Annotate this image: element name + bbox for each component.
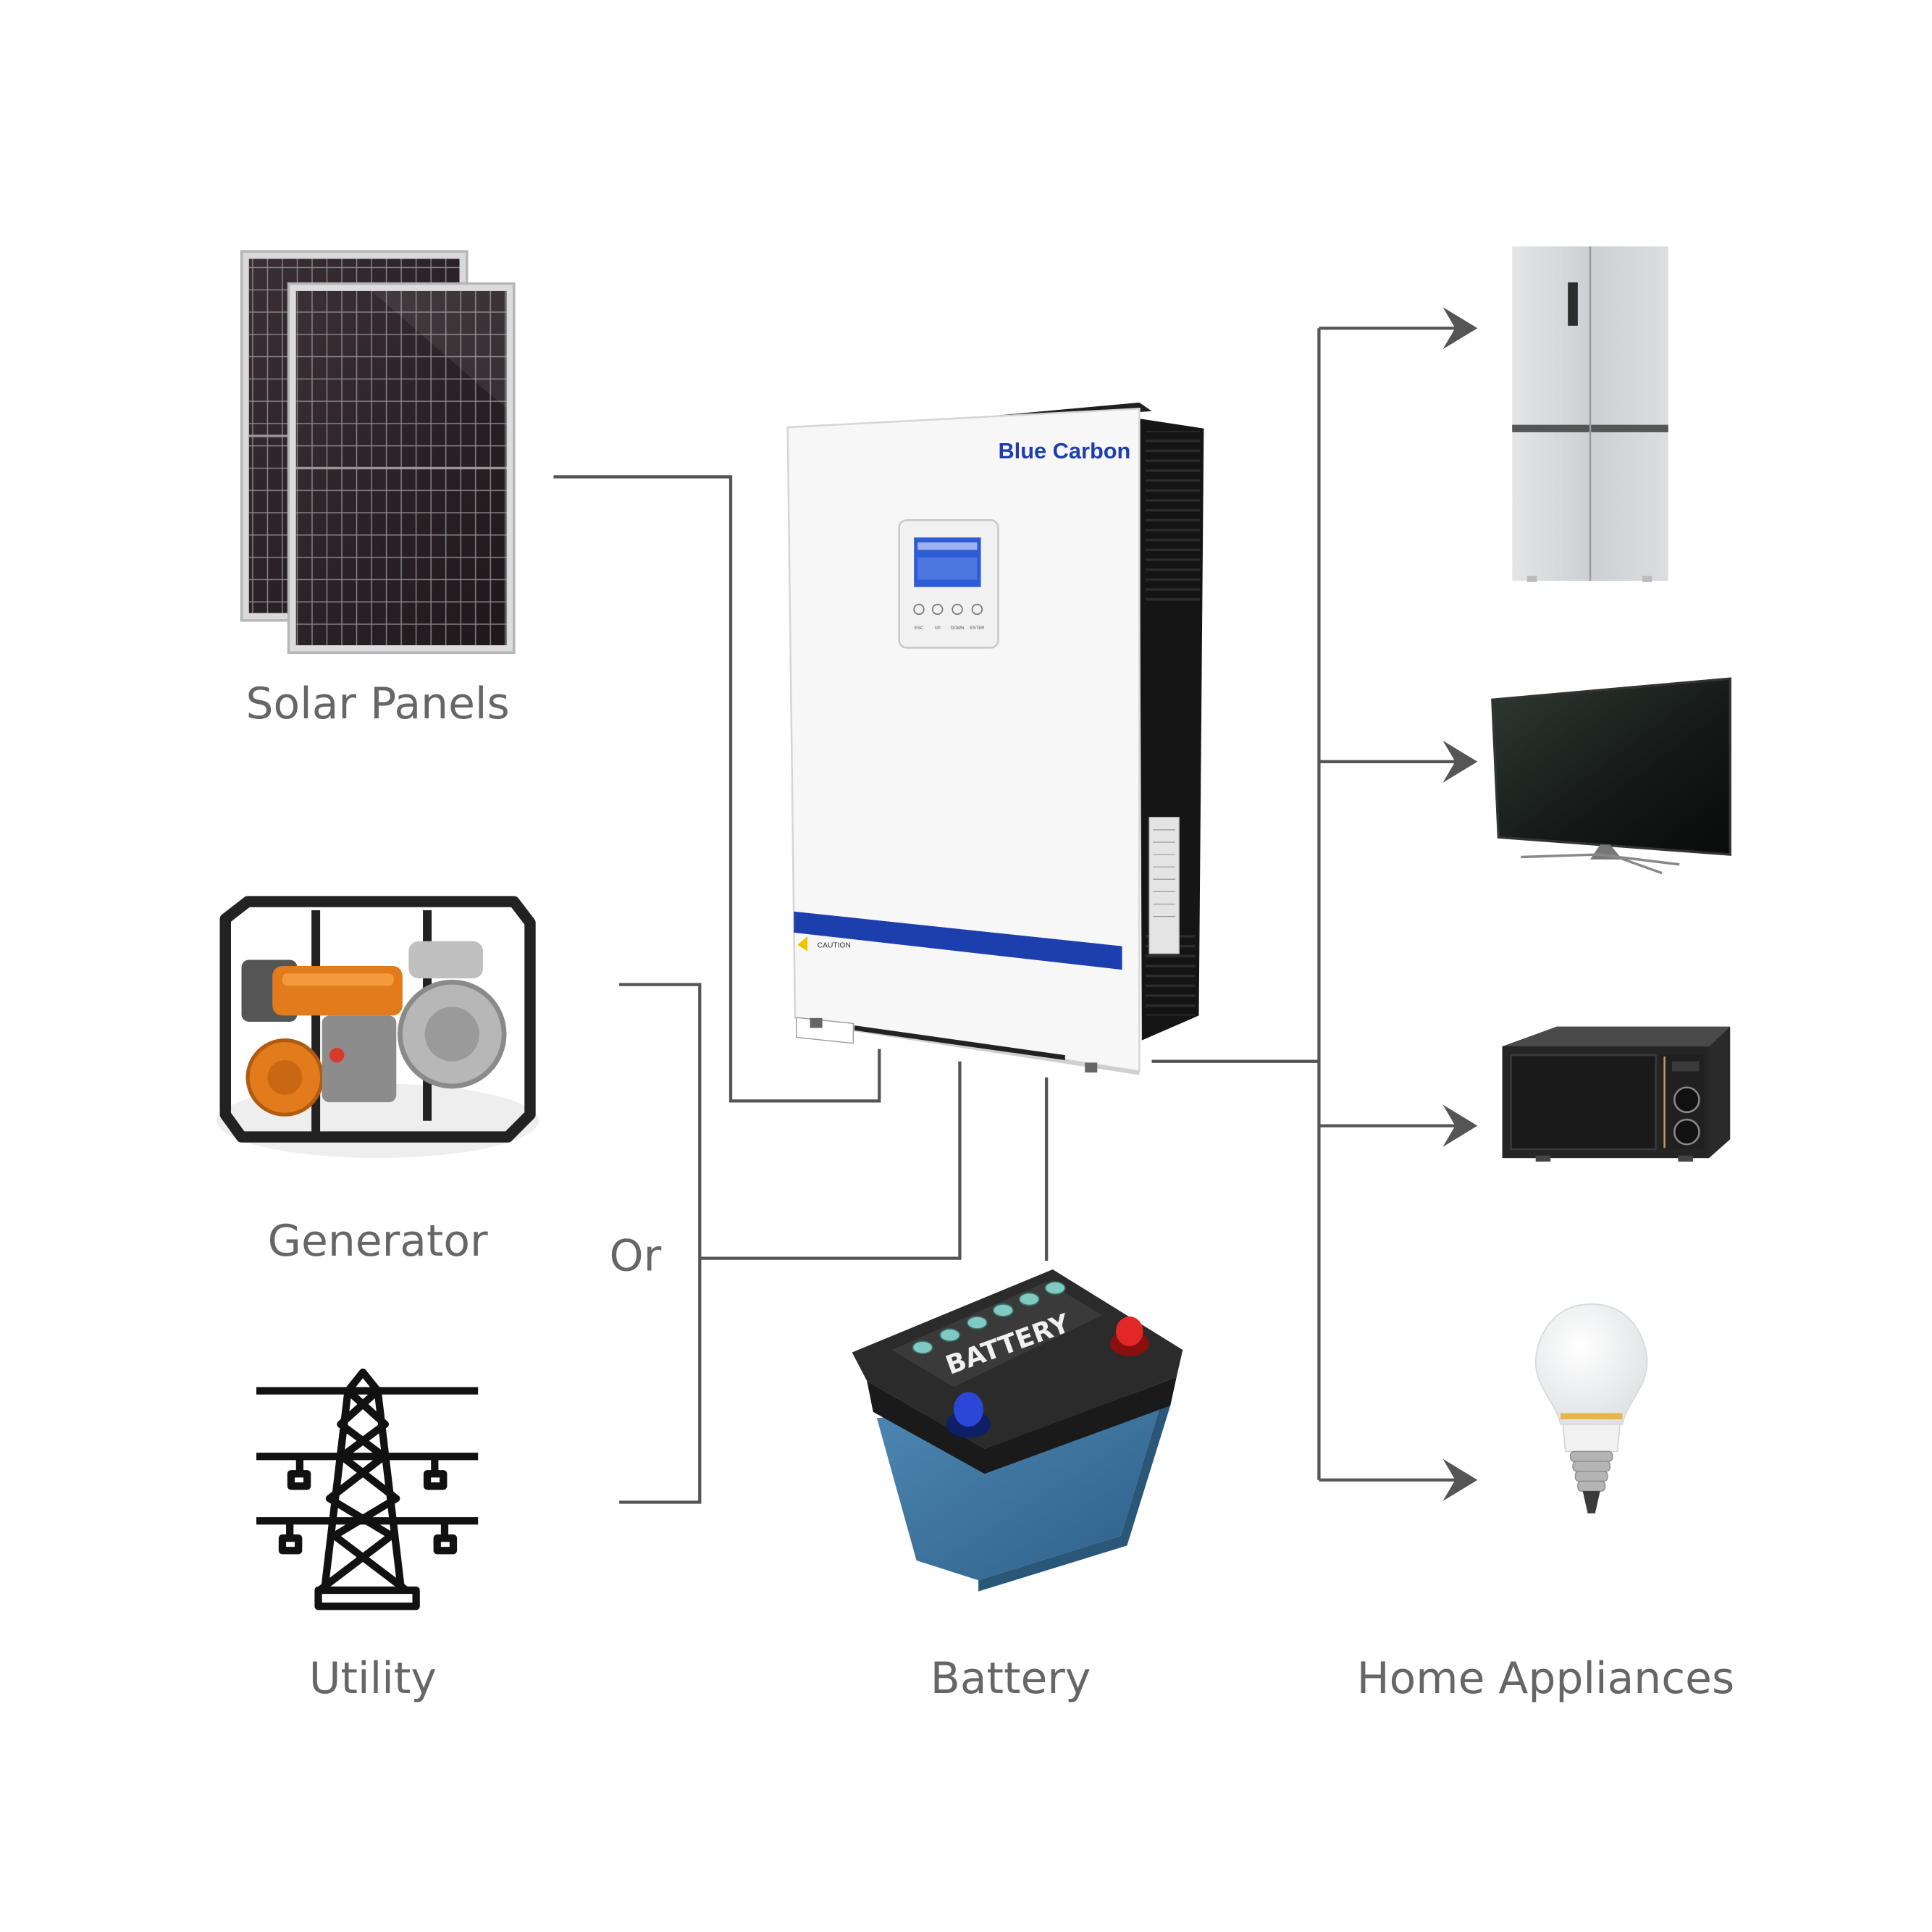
solar-to-inverter-line bbox=[553, 475, 881, 1103]
arrow-right-icon bbox=[1442, 1104, 1478, 1147]
enter-button[interactable] bbox=[971, 603, 983, 616]
esc-label: ESC bbox=[915, 626, 924, 631]
arrow-right-icon bbox=[1442, 1458, 1478, 1501]
generator-bracket-line bbox=[619, 983, 702, 1504]
battery-label: Battery bbox=[930, 1654, 1091, 1705]
solar-panels-label: Solar Panels bbox=[245, 679, 510, 730]
home-appliances-label: Home Appliances bbox=[1356, 1654, 1735, 1705]
brand-logo: Blue Carbon bbox=[998, 438, 1130, 463]
generator-icon bbox=[217, 896, 539, 1159]
enter-label: ENTER bbox=[970, 626, 985, 631]
down-button[interactable] bbox=[952, 603, 963, 616]
inverter-icon: CAUTION Blue Carbon ESC UP DOWN ENTER bbox=[786, 402, 1204, 1075]
grid-to-inverter-line bbox=[700, 1061, 962, 1260]
arrow-right-icon bbox=[1442, 740, 1478, 783]
caution-label: CAUTION bbox=[818, 941, 851, 949]
up-button[interactable] bbox=[931, 603, 944, 616]
light-bulb-icon bbox=[1534, 1303, 1648, 1513]
generator-label: Generator bbox=[267, 1217, 488, 1267]
microwave-icon bbox=[1502, 1026, 1731, 1162]
down-label: DOWN bbox=[951, 626, 965, 631]
battery-icon: BATTERY bbox=[852, 1269, 1183, 1592]
connection-lines bbox=[553, 327, 1462, 1504]
up-label: UP bbox=[935, 626, 941, 631]
tv-icon bbox=[1491, 677, 1731, 875]
refrigerator-icon bbox=[1512, 246, 1668, 582]
or-label: Or bbox=[609, 1232, 662, 1282]
utility-tower-icon bbox=[256, 1368, 479, 1610]
arrowheads bbox=[1442, 307, 1478, 1501]
solar-panels-icon bbox=[240, 250, 516, 655]
esc-button[interactable] bbox=[913, 603, 925, 616]
arrow-right-icon bbox=[1442, 307, 1478, 350]
utility-label: Utility bbox=[308, 1654, 437, 1705]
